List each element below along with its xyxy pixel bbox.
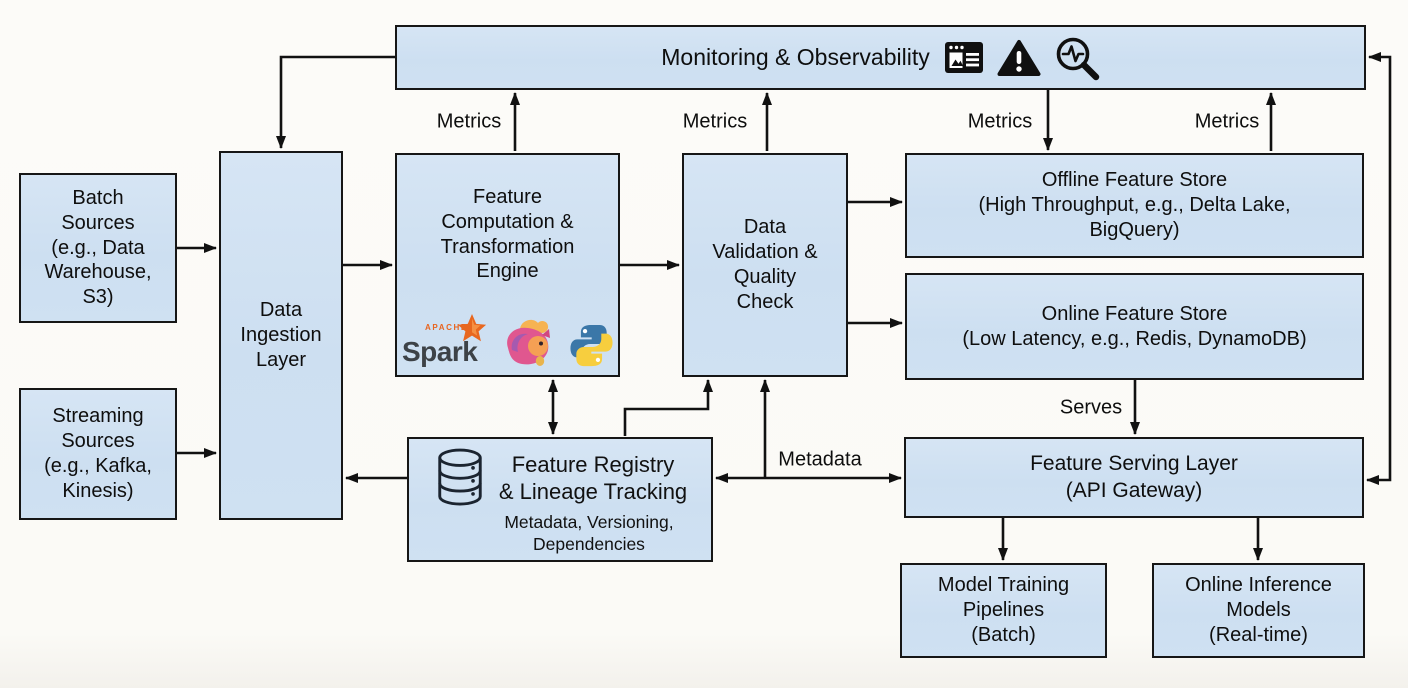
offline-store-label: Offline Feature Store (High Throughput, … xyxy=(978,169,1291,241)
online-store-label: Online Feature Store (Low Latency, e.g.,… xyxy=(962,302,1307,350)
feature-registry-subtitle: Metadata, Versioning, Dependencies xyxy=(504,512,674,554)
node-model-training-pipelines: Model Training Pipelines (Batch) xyxy=(900,563,1107,658)
feature-serving-label: Feature Serving Layer (API Gateway) xyxy=(1030,452,1238,502)
node-feature-registry: Feature Registry & Lineage Tracking Meta… xyxy=(407,437,713,562)
node-feature-serving-layer: Feature Serving Layer (API Gateway) xyxy=(904,437,1364,518)
data-ingestion-label: Data Ingestion Layer xyxy=(240,299,322,371)
edge-label-metrics-3: Metrics xyxy=(967,110,1033,133)
engine-logos: APACHE Spark xyxy=(397,313,618,369)
python-logo xyxy=(570,324,613,367)
node-streaming-sources: Streaming Sources (e.g., Kafka, Kinesis) xyxy=(19,388,177,520)
edge-label-metrics-1: Metrics xyxy=(436,110,502,133)
node-online-inference-models: Online Inference Models (Real-time) xyxy=(1152,563,1365,658)
spark-word-text: Spark xyxy=(402,336,478,367)
edge-label-metadata: Metadata xyxy=(778,448,862,471)
spark-star-icon xyxy=(457,313,487,342)
feature-registry-title: Feature Registry & Lineage Tracking xyxy=(498,451,688,505)
monitoring-title: Monitoring & Observability xyxy=(661,44,930,71)
node-feature-computation-engine: Feature Computation & Transformation Eng… xyxy=(395,153,620,377)
node-monitoring-observability: Monitoring & Observability xyxy=(395,25,1366,90)
database-icon xyxy=(438,448,482,506)
edge-label-metrics-4: Metrics xyxy=(1194,110,1260,133)
online-inference-label: Online Inference Models (Real-time) xyxy=(1185,574,1332,646)
node-offline-feature-store: Offline Feature Store (High Throughput, … xyxy=(905,153,1364,258)
metrics-search-icon xyxy=(1056,37,1099,80)
apache-spark-logo: APACHE Spark xyxy=(400,313,488,369)
report-dashboard-icon xyxy=(944,42,983,73)
registry-header: Feature Registry & Lineage Tracking xyxy=(433,447,687,509)
warning-triangle-icon xyxy=(997,39,1041,76)
spark-apache-text: APACHE xyxy=(425,323,468,332)
batch-sources-label: Batch Sources (e.g., Data Warehouse, S3) xyxy=(44,187,152,309)
streaming-sources-label: Streaming Sources (e.g., Kafka, Kinesis) xyxy=(44,405,152,502)
node-batch-sources: Batch Sources (e.g., Data Warehouse, S3) xyxy=(19,173,177,323)
data-validation-label: Data Validation & Quality Check xyxy=(712,216,818,313)
node-data-validation: Data Validation & Quality Check xyxy=(682,153,848,377)
monitoring-icons xyxy=(944,35,1100,81)
node-data-ingestion-layer: Data Ingestion Layer xyxy=(219,151,343,520)
edge-label-serves: Serves xyxy=(1059,396,1123,419)
flink-squirrel-logo xyxy=(507,319,550,366)
feature-computation-label: Feature Computation & Transformation Eng… xyxy=(440,186,575,283)
model-training-label: Model Training Pipelines (Batch) xyxy=(937,574,1070,646)
edge-label-metrics-2: Metrics xyxy=(682,110,748,133)
node-online-feature-store: Online Feature Store (Low Latency, e.g.,… xyxy=(905,273,1364,380)
